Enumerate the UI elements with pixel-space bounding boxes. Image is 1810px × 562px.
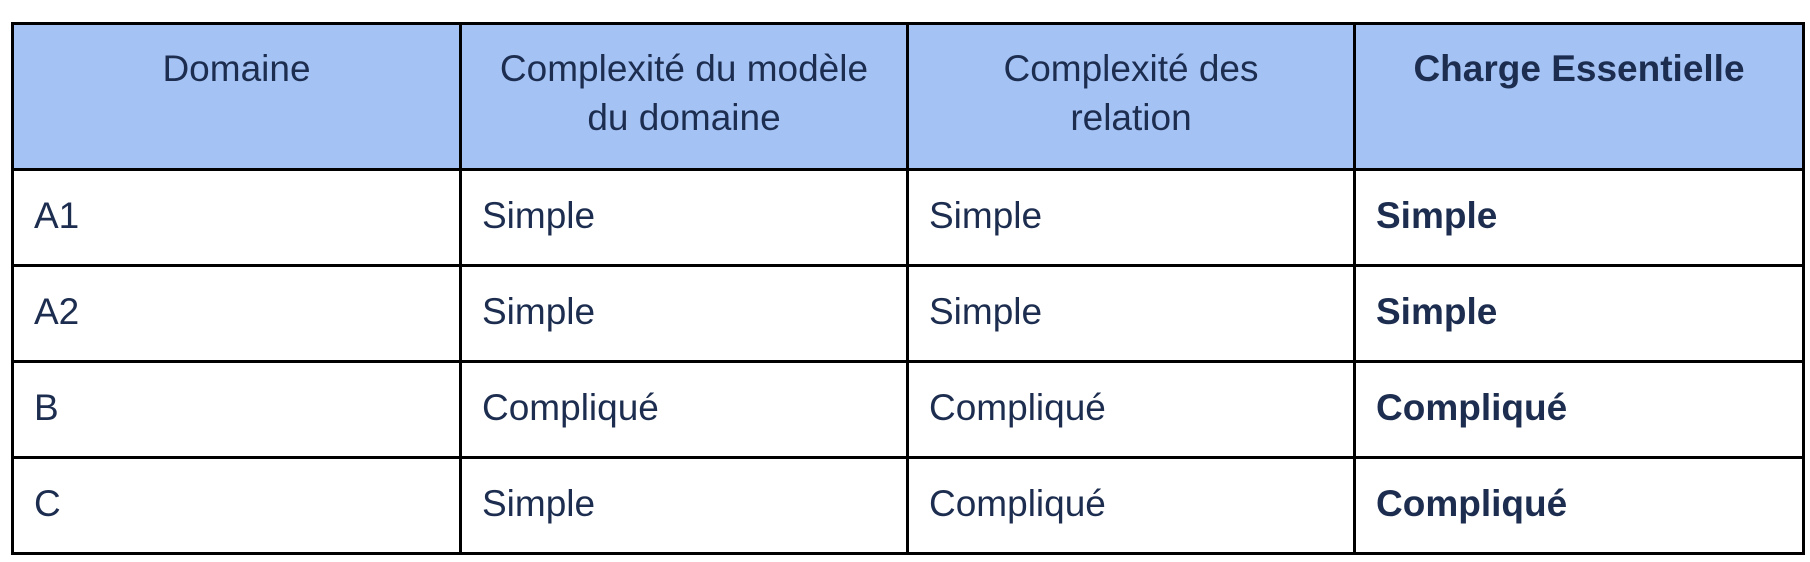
header-domaine: Domaine — [11, 22, 462, 171]
cell-complexite-relation: Compliqué — [906, 456, 1356, 555]
cell-complexite-modele: Compliqué — [459, 360, 909, 459]
header-row: Domaine Complexité du modèle du domaine … — [11, 22, 1805, 171]
table-row: B Compliqué Compliqué Compliqué — [11, 360, 1805, 459]
table-row: C Simple Compliqué Compliqué — [11, 456, 1805, 555]
cell-complexite-modele: Simple — [459, 168, 909, 267]
cell-domaine: C — [11, 456, 462, 555]
cell-charge-essentielle: Compliqué — [1353, 360, 1805, 459]
cell-complexite-relation: Simple — [906, 264, 1356, 363]
header-charge-essentielle: Charge Essentielle — [1353, 22, 1805, 171]
cell-complexite-modele: Simple — [459, 264, 909, 363]
table-row: A1 Simple Simple Simple — [11, 168, 1805, 267]
cell-charge-essentielle: Simple — [1353, 264, 1805, 363]
complexity-table: Domaine Complexité du modèle du domaine … — [11, 22, 1805, 555]
cell-complexite-relation: Simple — [906, 168, 1356, 267]
cell-charge-essentielle: Compliqué — [1353, 456, 1805, 555]
cell-domaine: A2 — [11, 264, 462, 363]
cell-charge-essentielle: Simple — [1353, 168, 1805, 267]
cell-domaine: A1 — [11, 168, 462, 267]
table-row: A2 Simple Simple Simple — [11, 264, 1805, 363]
header-complexite-modele: Complexité du modèle du domaine — [459, 22, 909, 171]
cell-complexite-relation: Compliqué — [906, 360, 1356, 459]
cell-domaine: B — [11, 360, 462, 459]
cell-complexite-modele: Simple — [459, 456, 909, 555]
header-complexite-relation: Complexité des relation — [906, 22, 1356, 171]
